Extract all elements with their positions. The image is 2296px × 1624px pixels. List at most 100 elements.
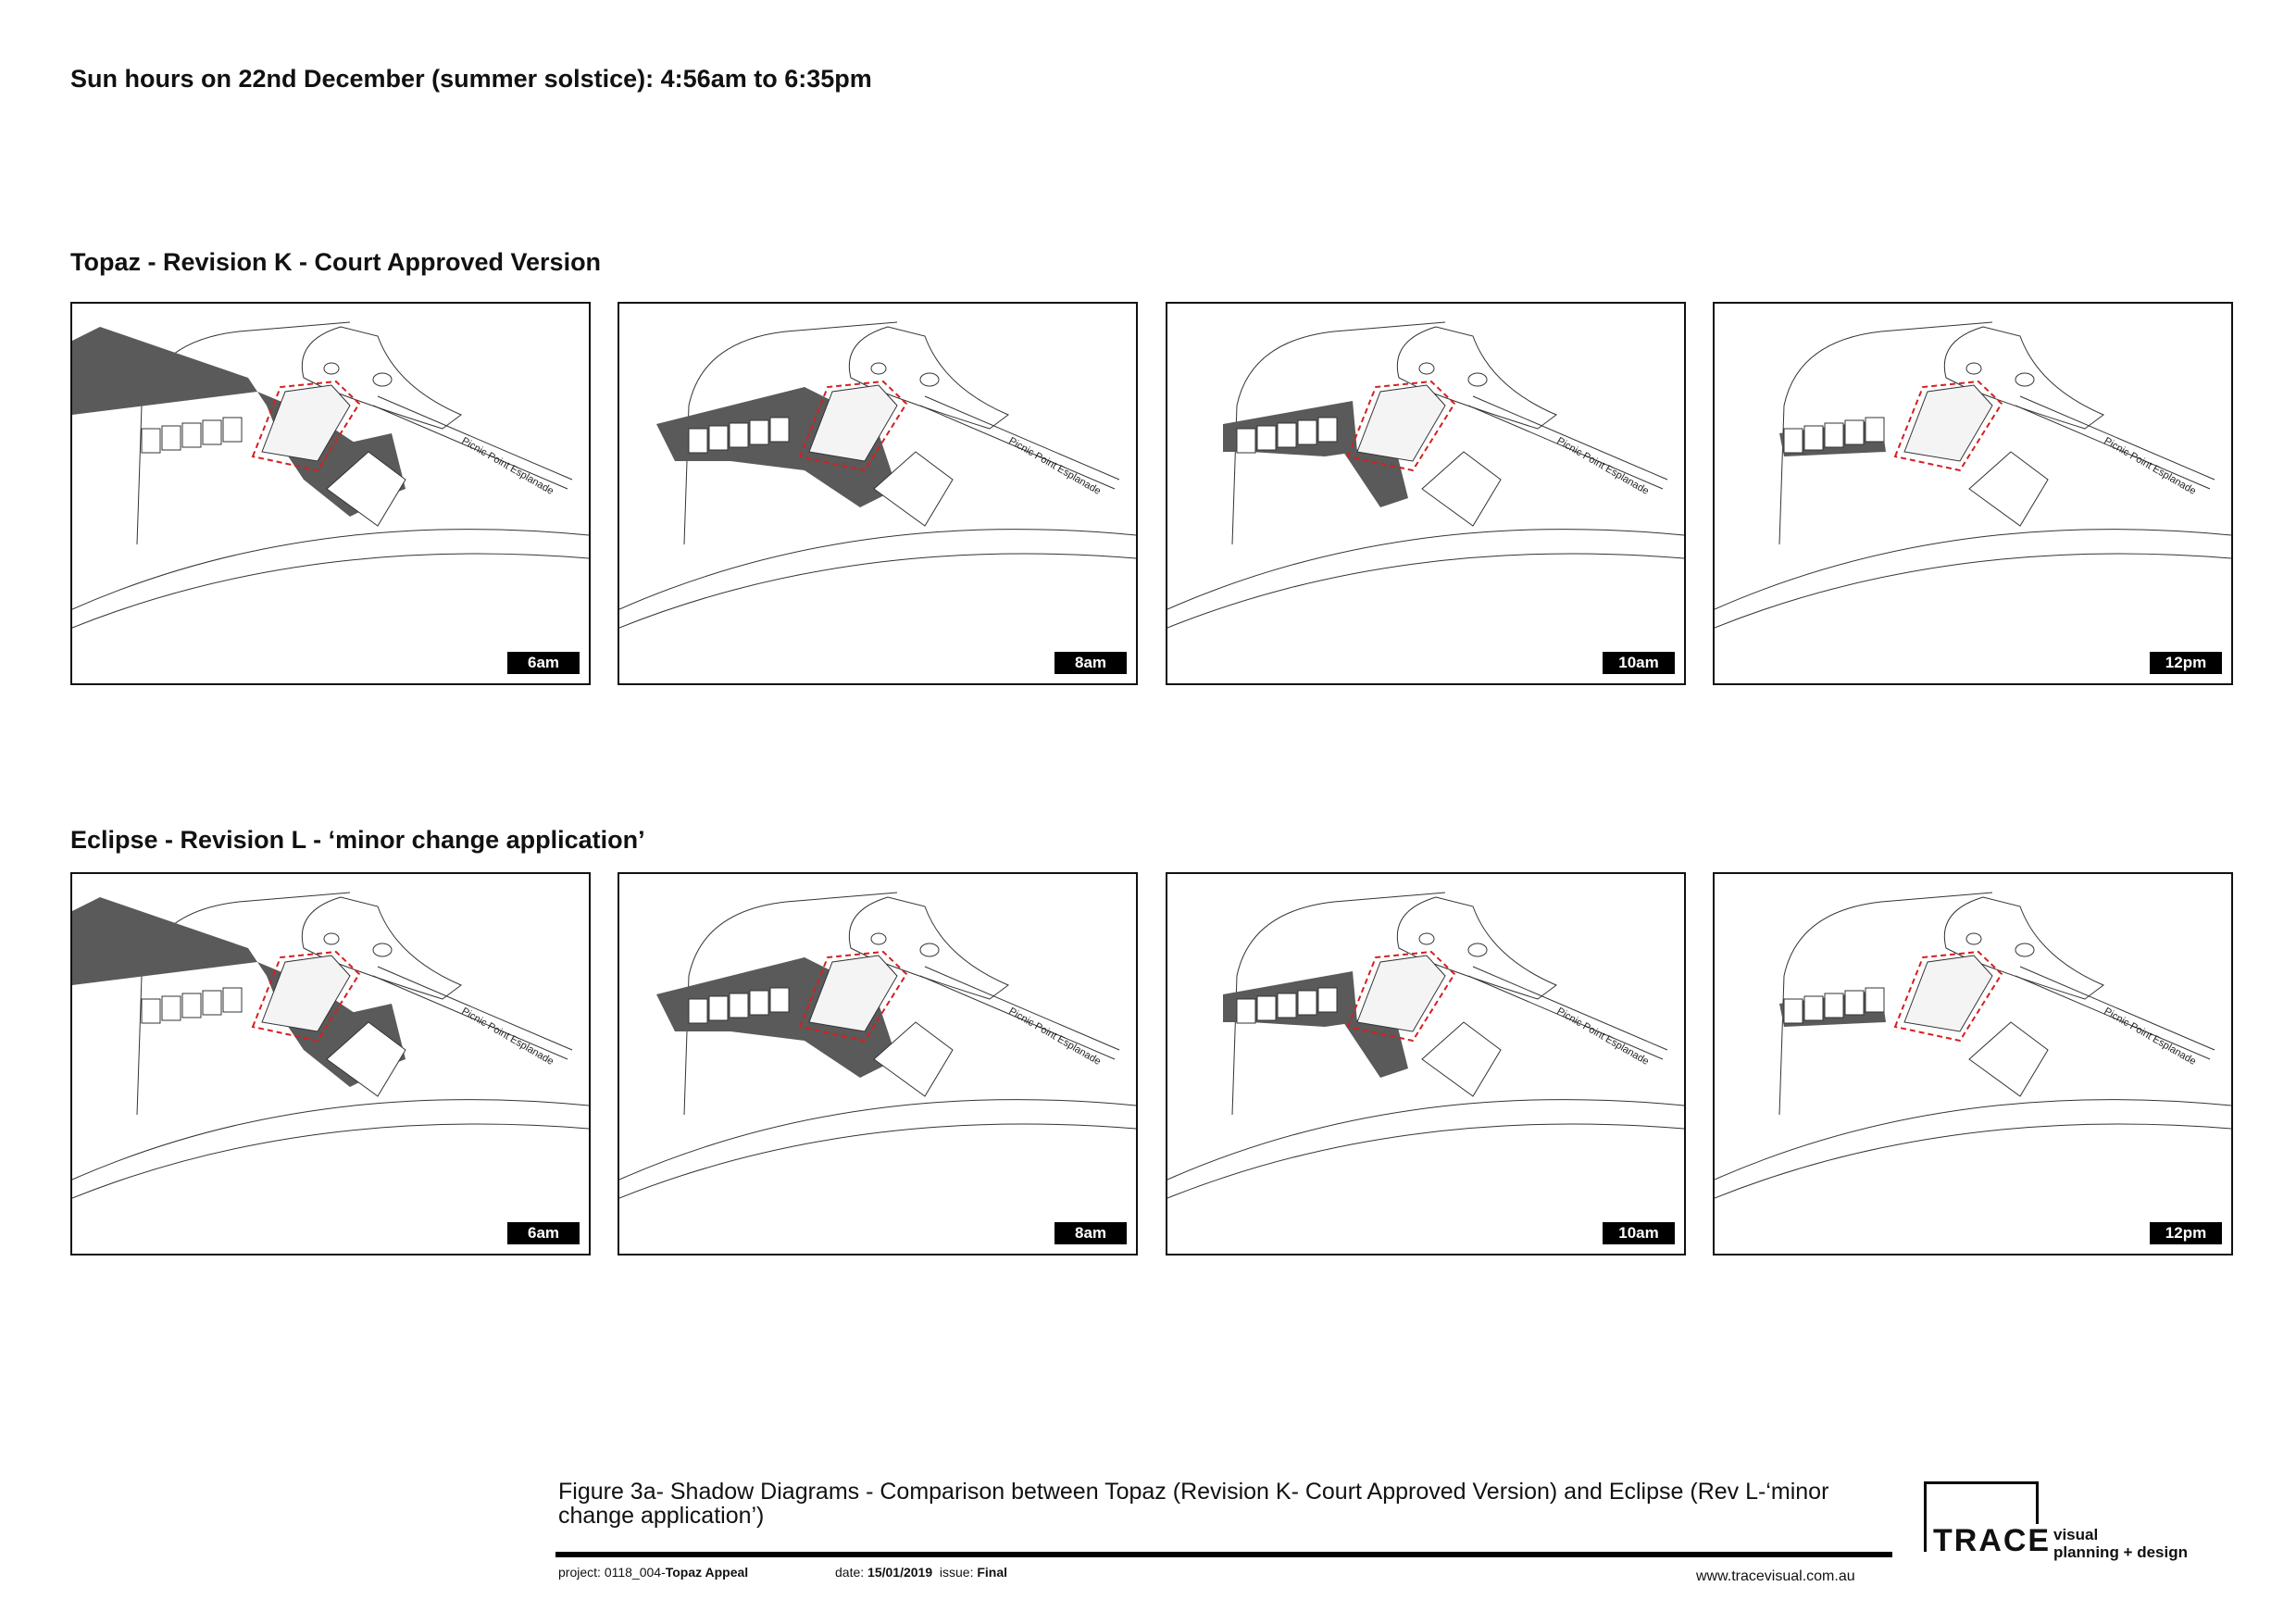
- logo-tagline-line-1: visual: [2053, 1526, 2099, 1543]
- townhouse-block: [1297, 990, 1317, 1016]
- esplanade-line: [1467, 975, 1664, 1060]
- date-label: date:: [835, 1565, 865, 1580]
- townhouse-block: [1865, 987, 1885, 1013]
- landscape-feature: [1467, 372, 1488, 387]
- tower-building: [1356, 384, 1446, 462]
- neighbouring-building: [873, 451, 954, 527]
- townhouse-block: [202, 990, 222, 1016]
- road-edge: [619, 1123, 1136, 1199]
- landscape-feature: [2015, 372, 2035, 387]
- shadow-area: [1343, 1013, 1408, 1078]
- site-boundary-red: [1893, 950, 2003, 1043]
- esplanade-line: [2019, 966, 2215, 1051]
- shadow-diagram: Picnic Point Esplanade: [619, 892, 1136, 1199]
- logo-tagline-line-2: planning + design: [2053, 1543, 2188, 1561]
- headland-outline: [848, 896, 1009, 1000]
- headland-outline: [1396, 896, 1557, 1000]
- road-edge: [1167, 529, 1684, 610]
- townhouse-block: [749, 419, 769, 445]
- shadow-area: [656, 387, 842, 470]
- landscape-feature: [1965, 362, 1982, 375]
- shadow-diagram: Picnic Point Esplanade: [72, 321, 589, 629]
- neighbouring-building: [1968, 451, 2049, 527]
- road-edge: [1715, 1123, 2231, 1199]
- site-boundary-red: [1346, 380, 1456, 472]
- townhouse-block: [1256, 425, 1277, 451]
- shadow-panel-eclipse-12pm: Picnic Point Esplanade 12pm: [1713, 872, 2233, 1255]
- esplanade-line: [372, 405, 568, 490]
- shadow-area: [656, 957, 842, 1041]
- trace-logo: TRACE: [1924, 1481, 2055, 1559]
- esplanade-line: [919, 405, 1116, 490]
- road-edge: [619, 529, 1136, 610]
- townhouse-block: [161, 995, 181, 1021]
- headland-outline: [301, 326, 462, 430]
- townhouse-block: [1803, 425, 1824, 451]
- road-edge: [619, 553, 1136, 629]
- time-badge: 10am: [1603, 652, 1675, 674]
- shadow-panel-eclipse-8am: Picnic Point Esplanade 8am: [618, 872, 1138, 1255]
- shadow-row-topaz: Picnic Point Esplanade 6am Picnic Point …: [70, 302, 2233, 685]
- logo-frame: [1924, 1481, 2039, 1552]
- time-badge: 6am: [507, 1222, 580, 1244]
- headland-outline: [1943, 896, 2104, 1000]
- landscape-feature: [870, 932, 887, 945]
- site-boundary-red: [798, 950, 908, 1043]
- shadow-panel-topaz-8am: Picnic Point Esplanade 8am: [618, 302, 1138, 685]
- landscape-feature: [1965, 932, 1982, 945]
- neighbouring-building: [326, 1021, 406, 1097]
- website-link[interactable]: www.tracevisual.com.au: [1696, 1568, 1855, 1584]
- tower-building: [261, 955, 351, 1032]
- townhouse-block: [141, 428, 161, 454]
- section-title-topaz: Topaz - Revision K - Court Approved Vers…: [70, 248, 602, 276]
- site-boundary-line: [1778, 321, 1993, 545]
- townhouse-block: [1803, 995, 1824, 1021]
- landscape-feature: [919, 943, 940, 957]
- landscape-feature: [919, 372, 940, 387]
- site-boundary-line: [1231, 321, 1446, 545]
- site-boundary-red: [1346, 950, 1456, 1043]
- townhouse-block: [1236, 998, 1256, 1024]
- townhouse-block: [1783, 428, 1803, 454]
- site-boundary-red: [798, 380, 908, 472]
- townhouse-block: [688, 428, 708, 454]
- site-boundary-line: [683, 892, 898, 1116]
- section-title-eclipse: Eclipse - Revision L - ‘minor change app…: [70, 826, 645, 854]
- neighbouring-building: [1421, 1021, 1502, 1097]
- townhouse-block: [769, 417, 790, 443]
- esplanade-line: [377, 395, 573, 481]
- townhouse-block: [222, 417, 243, 443]
- esplanade-line: [2015, 975, 2211, 1060]
- headland-outline: [1943, 326, 2104, 430]
- landscape-feature: [372, 372, 393, 387]
- road-edge: [1167, 553, 1684, 629]
- esplanade-line: [924, 966, 1120, 1051]
- tower-building: [1903, 384, 1993, 462]
- shadow-diagram: Picnic Point Esplanade: [619, 321, 1136, 629]
- landscape-feature: [1418, 362, 1435, 375]
- landscape-feature: [323, 362, 340, 375]
- tower-building: [808, 384, 898, 462]
- site-boundary-red: [251, 380, 361, 472]
- tower-building: [1903, 955, 1993, 1032]
- townhouse-block: [729, 993, 749, 1018]
- townhouse-block: [1317, 987, 1338, 1013]
- sheet-title: Sun hours on 22nd December (summer solst…: [70, 65, 872, 93]
- road-edge: [72, 1099, 589, 1181]
- project-label: project:: [558, 1565, 601, 1580]
- shadow-diagram: Picnic Point Esplanade: [1715, 892, 2231, 1199]
- logo-tagline: visual planning + design: [2053, 1526, 2188, 1561]
- townhouse-block: [1844, 419, 1865, 445]
- townhouse-block: [181, 422, 202, 448]
- road-edge: [72, 1123, 589, 1199]
- tower-building: [261, 384, 351, 462]
- date-value: 15/01/2019: [867, 1565, 933, 1580]
- project-info: project: 0118_004-Topaz Appeal: [558, 1565, 748, 1580]
- site-boundary-line: [1231, 892, 1446, 1116]
- esplanade-line: [1467, 405, 1664, 490]
- esplanade-line: [1472, 395, 1668, 481]
- shadow-area: [72, 327, 378, 517]
- townhouse-block: [688, 998, 708, 1024]
- landscape-feature: [1467, 943, 1488, 957]
- time-badge: 12pm: [2150, 1222, 2222, 1244]
